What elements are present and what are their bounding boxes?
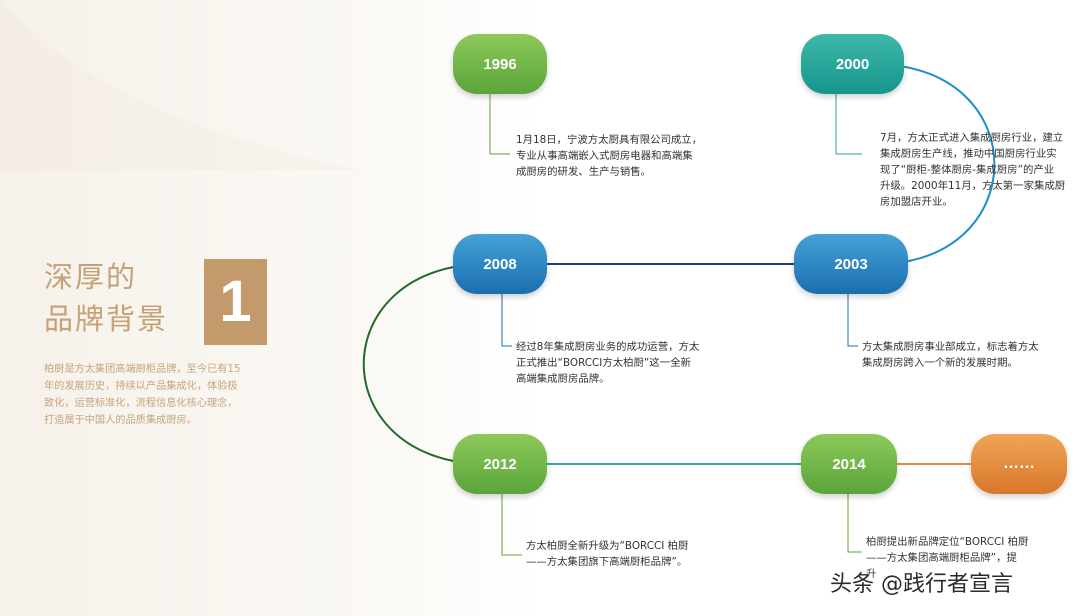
year-node-2012: 2012 — [453, 434, 547, 494]
event-note-line: 柏厨提出新品牌定位“BORCCI 柏厨 — [866, 536, 1029, 548]
callout-bracket-2003 — [847, 294, 858, 347]
event-note-line: 正式推出“BORCCI方太柏厨”这一全新 — [516, 357, 691, 369]
year-node-2000: 2000 — [801, 34, 904, 94]
intro-description: 柏厨是方太集团高端厨柜品牌，至今已有15 年的发展历史，持续以产品集成化，体验极… — [44, 361, 270, 429]
intro-description-line: 致化，运营标准化，流程信息化核心理念， — [44, 398, 238, 409]
callout-bracket-1996 — [489, 94, 510, 155]
event-note-1996: 1月18日，宁波方太厨具有限公司成立， 专业从事高端嵌入式厨房电器和高端集 成厨… — [516, 132, 702, 180]
event-note-2012: 方太柏厨全新升级为“BORCCI 柏厨 ——方太集团旗下高端厨柜品牌”。 — [526, 538, 688, 570]
year-node-2014: 2014 — [801, 434, 897, 494]
event-note-line: ——方太集团高端厨柜品牌”，提 — [866, 552, 1017, 564]
callout-bracket-2000 — [835, 94, 862, 155]
event-note-line: 方太柏厨全新升级为“BORCCI 柏厨 — [526, 540, 689, 552]
connector-2008-2012 — [362, 263, 481, 465]
event-note-line: 经过8年集成厨房业务的成功运营，方太 — [516, 341, 700, 353]
event-note-line: 现了“厨柜-整体厨房-集成厨房”的产业 — [880, 164, 1055, 176]
year-node-2003: 2003 — [794, 234, 908, 294]
watermark: 头条 @践行者宣言 — [830, 572, 1013, 597]
event-note-2003: 方太集成厨房事业部成立，标志着方太 集成厨房跨入一个新的发展时期。 — [862, 339, 1039, 371]
intro-title-line2: 品牌背景 — [44, 302, 169, 336]
event-note-line: 房加盟店开业。 — [880, 196, 953, 208]
callout-bracket-2014 — [847, 494, 862, 553]
year-node-1996: 1996 — [453, 34, 547, 94]
event-note-line: 升 — [866, 568, 877, 580]
event-note-line: 7月，方太正式进入集成厨房行业，建立 — [880, 132, 1064, 144]
callout-bracket-2008 — [501, 294, 512, 347]
event-note-line: 集成厨房跨入一个新的发展时期。 — [862, 357, 1018, 369]
year-node-more: …… — [971, 434, 1067, 494]
event-note-line: 方太集成厨房事业部成立，标志着方太 — [862, 341, 1039, 353]
year-node-2008: 2008 — [453, 234, 547, 294]
connector-2000-2003 — [879, 63, 996, 265]
intro-title: 深厚的 品牌背景 — [44, 256, 168, 340]
event-note-line: 专业从事高端嵌入式厨房电器和高端集 — [516, 150, 693, 162]
callout-bracket-2012 — [501, 494, 522, 556]
event-note-line: 成厨房的研发、生产与销售。 — [516, 166, 652, 178]
event-note-line: 1月18日，宁波方太厨具有限公司成立， — [516, 134, 703, 146]
intro-title-line1: 深厚的 — [44, 260, 138, 294]
intro-description-line: 打造属于中国人的品质集成厨房。 — [44, 415, 197, 426]
event-note-line: 升级。2000年11月，方太第一家集成厨 — [880, 180, 1066, 192]
intro-description-line: 柏厨是方太集团高端厨柜品牌，至今已有15 — [44, 364, 241, 375]
event-note-line: 集成厨房生产线，推动中国厨房行业实 — [880, 148, 1057, 160]
intro-description-line: 年的发展历史，持续以产品集成化，体验极 — [44, 381, 238, 392]
event-note-line: 高端集成厨房品牌。 — [516, 373, 610, 385]
event-note-line: ——方太集团旗下高端厨柜品牌”。 — [526, 556, 688, 568]
event-note-2014: 柏厨提出新品牌定位“BORCCI 柏厨 ——方太集团高端厨柜品牌”，提 升 — [866, 534, 1028, 582]
section-number-badge: 1 — [204, 259, 267, 345]
event-note-2000: 7月，方太正式进入集成厨房行业，建立 集成厨房生产线，推动中国厨房行业实 现了“… — [880, 130, 1080, 210]
event-note-2008: 经过8年集成厨房业务的成功运营，方太 正式推出“BORCCI方太柏厨”这一全新 … — [516, 339, 699, 387]
